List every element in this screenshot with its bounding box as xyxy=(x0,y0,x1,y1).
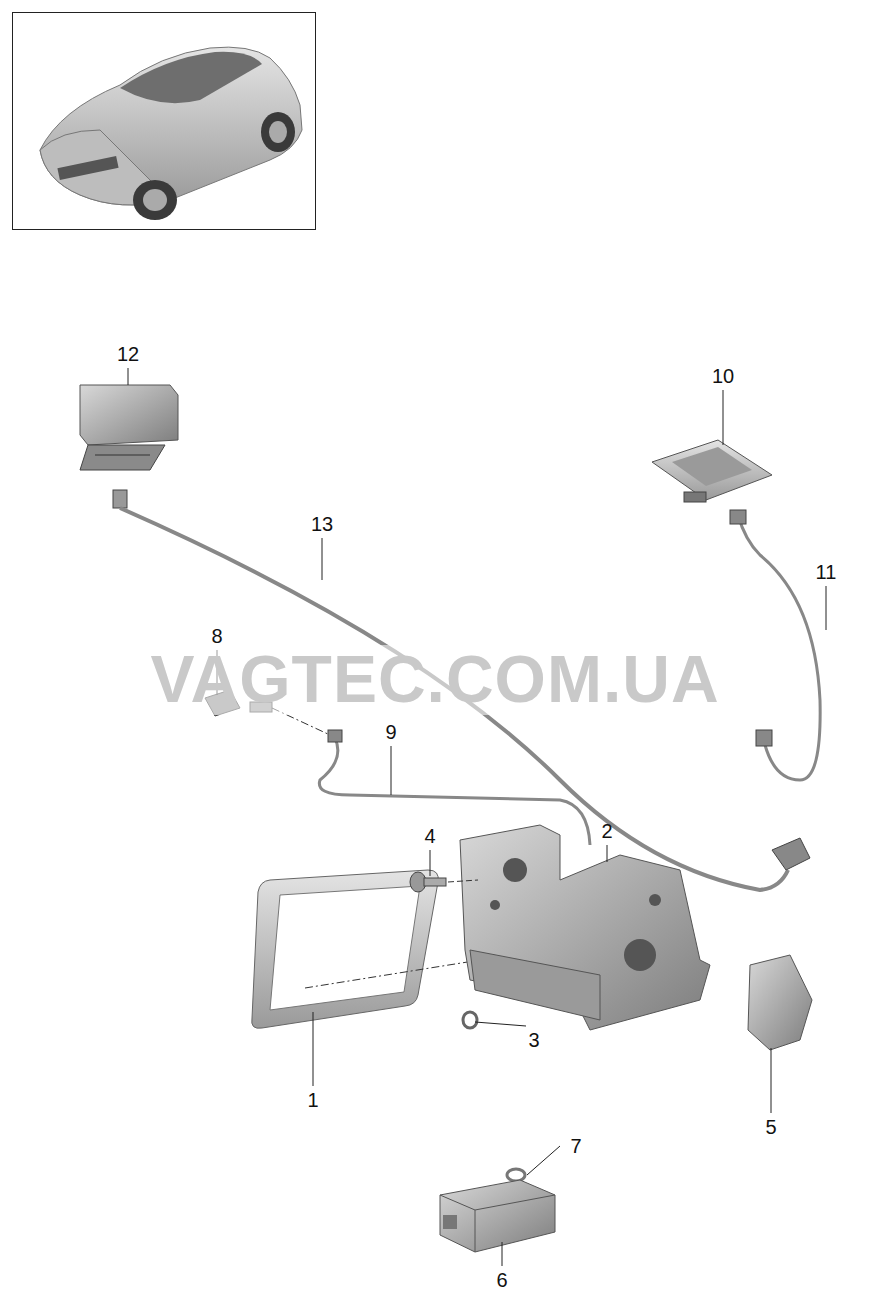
assembly-line xyxy=(305,960,480,988)
callout-number: 2 xyxy=(601,821,612,841)
callout-number: 8 xyxy=(211,626,222,646)
callout-number: 7 xyxy=(570,1136,581,1156)
callout-number: 5 xyxy=(765,1117,776,1137)
cable-connector xyxy=(328,730,342,742)
callout-number: 3 xyxy=(528,1030,539,1050)
callout-number: 6 xyxy=(496,1270,507,1290)
callout-number: 11 xyxy=(816,562,837,582)
cable-13 xyxy=(120,508,788,890)
washer-3 xyxy=(463,1012,477,1028)
car-thumbnail xyxy=(13,13,316,230)
leader-lines xyxy=(128,368,826,1266)
cable-connector xyxy=(730,510,746,524)
screw-4 xyxy=(410,872,446,892)
switch-5 xyxy=(748,955,812,1050)
assembly-line xyxy=(448,880,478,882)
callout-number: 13 xyxy=(311,514,333,534)
callout-number: 9 xyxy=(385,722,396,742)
callout-number: 10 xyxy=(712,366,734,386)
control-unit-6 xyxy=(440,1180,555,1252)
cable-connector xyxy=(756,730,772,746)
module-12 xyxy=(80,385,178,508)
frame-1 xyxy=(252,870,439,1028)
bracket-2 xyxy=(460,825,710,1030)
cable-9 xyxy=(319,738,590,845)
antenna-10 xyxy=(652,440,772,502)
cable-11 xyxy=(738,515,820,780)
callout-number: 12 xyxy=(117,344,139,364)
washer-7 xyxy=(507,1169,525,1181)
callout-number: 4 xyxy=(424,826,435,846)
watermark: VAGTEC.COM.UA xyxy=(146,645,723,714)
callout-number: 1 xyxy=(307,1090,318,1110)
cable-connector xyxy=(772,838,810,870)
